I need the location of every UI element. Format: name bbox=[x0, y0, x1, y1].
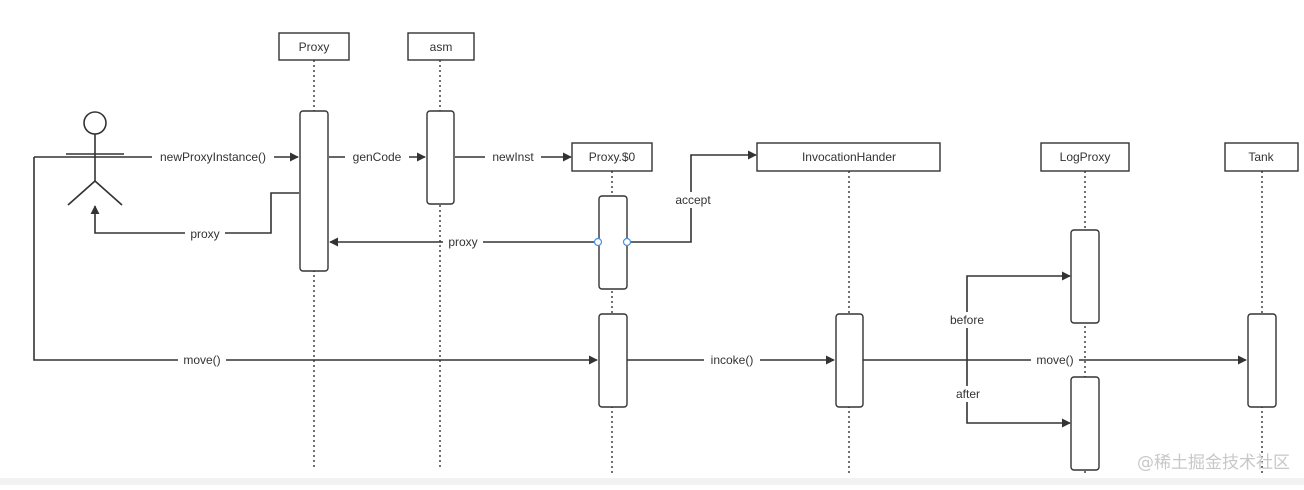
activation-logproxy-after[interactable] bbox=[1070, 376, 1100, 471]
actor-stick-figure bbox=[66, 111, 124, 206]
activation-proxy0-move[interactable] bbox=[598, 313, 628, 408]
activation-tank[interactable] bbox=[1247, 313, 1277, 408]
message-label-proxy-return: proxy bbox=[448, 235, 477, 249]
watermark: @稀土掘金技术社区 bbox=[1137, 453, 1290, 473]
message-label-proxy-to-actor: proxy bbox=[190, 227, 219, 241]
participant-box-tank[interactable] bbox=[1224, 142, 1299, 172]
activation-logproxy-before[interactable] bbox=[1070, 229, 1100, 324]
activation-asm[interactable] bbox=[426, 110, 455, 205]
message-label-after: after bbox=[956, 387, 980, 401]
activation-proxy[interactable] bbox=[299, 110, 329, 272]
participant-label-logproxy: LogProxy bbox=[1060, 150, 1111, 164]
message-label-gencode: genCode bbox=[353, 150, 402, 164]
connection-handle-right[interactable] bbox=[622, 237, 632, 247]
bottom-strip bbox=[0, 478, 1304, 485]
participant-label-proxy0: Proxy.$0 bbox=[589, 150, 636, 164]
activation-proxy0-accept[interactable] bbox=[598, 195, 628, 290]
participant-label-asm: asm bbox=[430, 40, 453, 54]
message-line-after bbox=[966, 360, 1071, 428]
message-line-before bbox=[966, 271, 1071, 360]
message-label-move: move() bbox=[183, 353, 220, 367]
message-line-move bbox=[33, 157, 598, 365]
participant-box-logproxy[interactable] bbox=[1040, 142, 1130, 172]
activation-handler[interactable] bbox=[835, 313, 864, 408]
participant-label-tank: Tank bbox=[1248, 150, 1274, 164]
message-label-newinst: newInst bbox=[492, 150, 534, 164]
message-label-move-tank: move() bbox=[1036, 353, 1073, 367]
message-label-accept: accept bbox=[675, 193, 711, 207]
message-line-proxy-to-actor bbox=[90, 192, 299, 234]
message-label-newproxyinstance: newProxyInstance() bbox=[160, 150, 266, 164]
participant-box-asm[interactable] bbox=[407, 32, 475, 61]
participant-box-proxy[interactable] bbox=[278, 32, 350, 61]
message-label-before: before bbox=[950, 313, 984, 327]
connection-handle-left[interactable] bbox=[593, 237, 603, 247]
participant-label-proxy: Proxy bbox=[299, 40, 330, 54]
participant-label-handler: InvocationHander bbox=[802, 150, 896, 164]
participant-box-proxy0[interactable] bbox=[571, 142, 653, 172]
message-label-incoke: incoke() bbox=[711, 353, 754, 367]
participant-box-handler[interactable] bbox=[756, 142, 941, 172]
